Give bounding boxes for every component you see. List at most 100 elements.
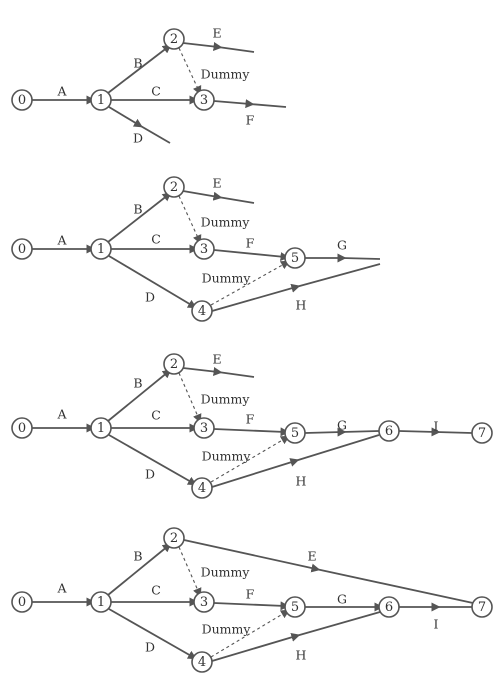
node-4-circle — [191, 651, 213, 673]
node-2-label: 2 — [170, 531, 178, 546]
edge-h-4-6-tail — [294, 434, 380, 462]
node-2-circle — [163, 527, 185, 549]
node-4: 4 — [191, 300, 213, 322]
edge-g-5-6-line — [304, 427, 347, 437]
node-3-circle — [193, 238, 215, 260]
node-7: 7 — [471, 596, 493, 618]
edge-h-4-6-line — [211, 458, 300, 488]
edge-h-4-6-tail — [295, 611, 381, 637]
edge-dummy-2-3-label: Dummy — [201, 565, 251, 580]
node-3-label: 3 — [200, 242, 208, 257]
edge-a-0-1-label: A — [56, 407, 67, 422]
node-3-label: 3 — [200, 595, 208, 610]
node-5-circle — [284, 247, 306, 269]
edge-g-5-6-tail — [341, 430, 380, 433]
edge-e-2-open-line — [182, 190, 223, 201]
edge-c-1-3-label: C — [151, 84, 161, 99]
node-1-label: 1 — [97, 595, 105, 610]
edge-e-2-7-label: E — [307, 549, 316, 564]
node-0-circle — [11, 417, 33, 439]
node-0-label: 0 — [18, 93, 26, 108]
node-6-label: 6 — [385, 424, 393, 439]
edge-d-1-4-label: D — [145, 290, 155, 305]
node-3: 3 — [193, 417, 215, 439]
edge-e-2-open-tail — [217, 46, 255, 53]
edge-b-1-2-line — [107, 192, 172, 243]
node-5-label: 5 — [291, 600, 299, 615]
edge-d-1-open-tail — [138, 124, 171, 144]
node-1: 1 — [90, 89, 112, 111]
node-0-label: 0 — [18, 595, 26, 610]
edge-g-5-6-label: G — [337, 592, 347, 607]
edge-b-1-2-label: B — [133, 56, 142, 71]
edge-f-3-5-label: F — [246, 412, 255, 427]
edge-dummy-2-3-line — [178, 372, 202, 424]
node-1-circle — [90, 89, 112, 111]
edge-h-4-open-line — [211, 283, 301, 312]
edge-h-4-6-label: H — [296, 648, 307, 663]
edge-f-3-5-line — [213, 249, 290, 262]
node-2: 2 — [163, 176, 185, 198]
edge-h-4-6-label: H — [296, 474, 307, 489]
edge-c-1-3-label: C — [151, 583, 161, 598]
edge-f-3-5-line — [213, 601, 290, 611]
node-5-circle — [284, 422, 306, 444]
edge-b-1-2-label: B — [133, 376, 142, 391]
node-6: 6 — [378, 420, 400, 442]
node-7: 7 — [471, 422, 493, 444]
edge-b-1-2-label: B — [133, 549, 142, 564]
node-1-circle — [90, 591, 112, 613]
edge-f-3-open-line — [213, 99, 255, 109]
edge-f-3-5-line — [213, 427, 290, 437]
node-2: 2 — [163, 28, 185, 50]
edge-dummy-4-5-label: Dummy — [202, 449, 252, 464]
edge-dummy-4-5-label: Dummy — [202, 622, 252, 637]
edge-f-3-5-label: F — [246, 587, 255, 602]
edge-d-1-4-label: D — [145, 640, 155, 655]
node-3-label: 3 — [200, 421, 208, 436]
node-2-label: 2 — [170, 32, 178, 47]
node-0: 0 — [11, 89, 33, 111]
edge-d-1-4-line — [108, 608, 197, 660]
edge-dummy-4-5-line — [210, 260, 290, 306]
node-6-label: 6 — [385, 600, 393, 615]
node-0: 0 — [11, 238, 33, 260]
edge-a-0-1-label: A — [56, 84, 67, 99]
node-6-circle — [378, 420, 400, 442]
node-4: 4 — [191, 651, 213, 673]
node-7-circle — [471, 422, 493, 444]
node-2: 2 — [163, 527, 185, 549]
node-0-circle — [11, 89, 33, 111]
edge-c-1-3-label: C — [151, 408, 161, 423]
edge-dummy-4-5-line — [210, 435, 290, 483]
node-3: 3 — [193, 591, 215, 613]
node-5: 5 — [284, 596, 306, 618]
edge-g-5-6-label: G — [337, 418, 347, 433]
edge-e-2-open-line — [182, 42, 223, 51]
edge-b-1-2-line — [107, 543, 172, 596]
edge-dummy-2-3-line — [178, 195, 202, 245]
edge-i-6-7-label: I — [434, 617, 439, 632]
node-4-label: 4 — [198, 304, 206, 319]
node-2-circle — [163, 353, 185, 375]
edge-dummy-2-3-label: Dummy — [201, 392, 251, 407]
edge-dummy-2-3-line — [178, 47, 202, 96]
node-2-circle — [163, 28, 185, 50]
edge-d-1-open-line — [108, 106, 143, 128]
edge-d-1-4-line — [108, 434, 197, 486]
node-0-label: 0 — [18, 242, 26, 257]
node-6: 6 — [378, 596, 400, 618]
node-3: 3 — [193, 89, 215, 111]
node-5-circle — [284, 596, 306, 618]
edge-d-1-open-label: D — [133, 131, 143, 146]
node-0: 0 — [11, 591, 33, 613]
node-0-circle — [11, 238, 33, 260]
node-1-circle — [90, 238, 112, 260]
edge-b-1-2-label: B — [133, 202, 142, 217]
node-7-circle — [471, 596, 493, 618]
node-1-circle — [90, 417, 112, 439]
edge-e-2-open-label: E — [212, 26, 221, 41]
node-2-circle — [163, 176, 185, 198]
